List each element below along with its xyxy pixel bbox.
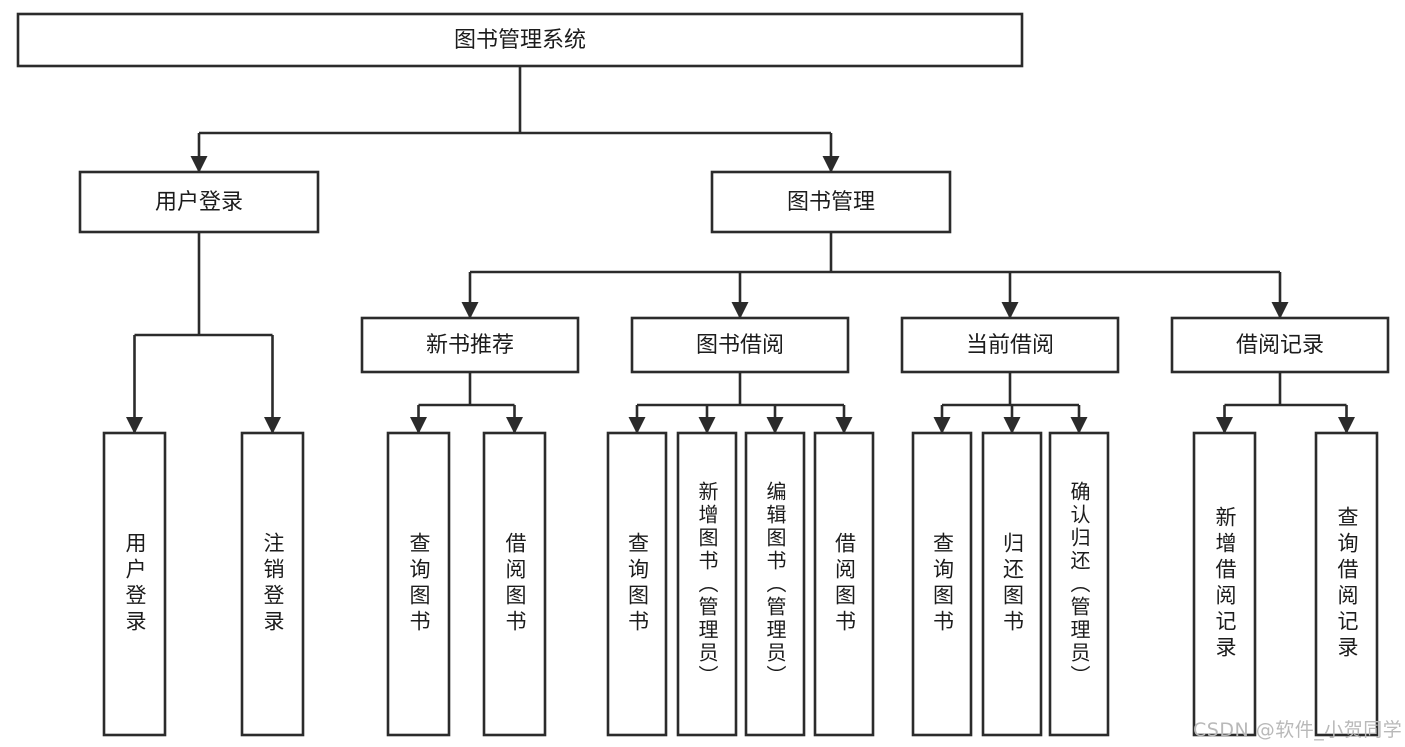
node-label-new-book-recommend: 新书推荐 bbox=[426, 333, 514, 358]
arrow-head bbox=[1001, 302, 1019, 319]
node-box-leaf-query-book-recommend[interactable] bbox=[386, 431, 451, 737]
arrow-head bbox=[1271, 302, 1289, 319]
arrow-head bbox=[822, 156, 840, 173]
node-box-root[interactable] bbox=[16, 12, 1024, 68]
arrow-head bbox=[190, 156, 208, 173]
node-box-user-login[interactable] bbox=[78, 170, 320, 234]
node-box-leaf-confirm-return[interactable] bbox=[1048, 431, 1110, 737]
arrow-head bbox=[461, 302, 479, 319]
arrow-head bbox=[731, 302, 749, 319]
node-label-user-login: 用户登录 bbox=[155, 190, 243, 215]
node-box-book-management[interactable] bbox=[710, 170, 952, 234]
arrow-head bbox=[766, 417, 784, 434]
node-label-borrow-record: 借阅记录 bbox=[1236, 333, 1324, 358]
csdn-watermark: CSDN @软件_小贺同学 bbox=[1193, 719, 1403, 741]
arrow-head bbox=[1338, 417, 1355, 434]
node-box-leaf-add-book[interactable] bbox=[676, 431, 738, 737]
arrow-head bbox=[126, 417, 143, 434]
node-box-leaf-query-borrow-record[interactable] bbox=[1314, 431, 1379, 737]
arrow-head bbox=[835, 417, 853, 434]
node-box-leaf-borrow-book[interactable] bbox=[813, 431, 875, 737]
box-layer bbox=[16, 12, 1390, 737]
node-box-leaf-query-book-borrow[interactable] bbox=[606, 431, 668, 737]
node-label-root: 图书管理系统 bbox=[454, 28, 586, 53]
arrow-head bbox=[698, 417, 716, 434]
node-box-leaf-add-borrow-record[interactable] bbox=[1192, 431, 1257, 737]
node-box-leaf-borrow-book-recommend[interactable] bbox=[482, 431, 547, 737]
arrow-head bbox=[628, 417, 646, 434]
node-label-current-borrow: 当前借阅 bbox=[966, 333, 1054, 358]
node-label-book-borrow: 图书借阅 bbox=[696, 333, 784, 358]
node-box-leaf-edit-book[interactable] bbox=[744, 431, 806, 737]
node-box-leaf-return-book[interactable] bbox=[981, 431, 1043, 737]
arrow-head bbox=[1216, 417, 1233, 434]
arrow-head bbox=[933, 417, 951, 434]
node-box-borrow-record[interactable] bbox=[1170, 316, 1390, 374]
node-box-leaf-user-logout[interactable] bbox=[240, 431, 305, 737]
arrow-head bbox=[264, 417, 281, 434]
node-box-book-borrow[interactable] bbox=[630, 316, 850, 374]
arrow-head bbox=[1003, 417, 1021, 434]
node-box-leaf-user-login[interactable] bbox=[102, 431, 167, 737]
arrow-head bbox=[1070, 417, 1088, 434]
node-box-leaf-query-book-current[interactable] bbox=[911, 431, 973, 737]
node-box-current-borrow[interactable] bbox=[900, 316, 1120, 374]
arrow-head bbox=[506, 417, 523, 434]
node-box-new-book-recommend[interactable] bbox=[360, 316, 580, 374]
connector-layer bbox=[126, 66, 1355, 434]
arrow-head bbox=[410, 417, 427, 434]
node-label-book-management: 图书管理 bbox=[787, 190, 875, 215]
